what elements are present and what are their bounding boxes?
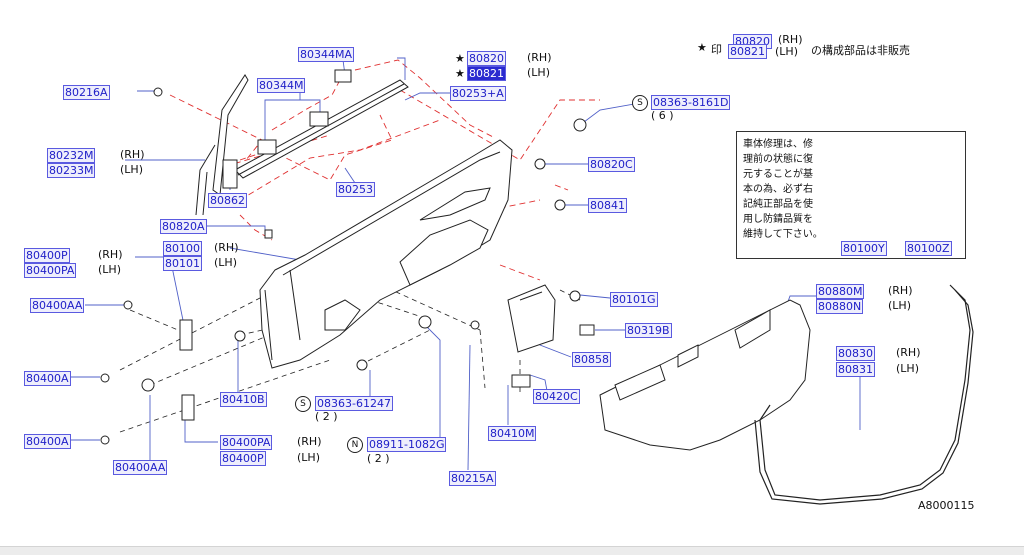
- header-suffix: の構成部品は非販売: [811, 44, 910, 57]
- figure-id: A8000115: [918, 499, 975, 512]
- part-label-80100Y[interactable]: 80100Y: [841, 241, 887, 256]
- part-label-80821[interactable]: 80821: [467, 66, 506, 81]
- part-label-80400A[interactable]: 80400A: [24, 371, 71, 386]
- part-label-80410B[interactable]: 80410B: [220, 392, 267, 407]
- part-label-80400AA[interactable]: 80400AA: [30, 298, 85, 313]
- repair-note-box: 車体修理は、修 理前の状態に復 元することが基 本の為、必ず右 記純正部品を使 …: [736, 131, 966, 259]
- lh-text: (LH): [98, 263, 121, 276]
- star-rh: ★: [455, 52, 465, 65]
- part-label-80400AA[interactable]: 80400AA: [113, 460, 168, 475]
- s-mark: S: [295, 396, 311, 412]
- qty-2: ( 2 ): [367, 452, 390, 465]
- lh-text: (LH): [120, 163, 143, 176]
- lh-text: (LH): [896, 362, 919, 375]
- part-label-08363-61247[interactable]: 08363-61247: [315, 396, 393, 411]
- rh-text: (RH): [896, 346, 921, 359]
- part-label-80100[interactable]: 80100: [163, 241, 202, 256]
- part-label-80253[interactable]: 80253: [336, 182, 375, 197]
- part-label-80820[interactable]: 80820: [467, 51, 506, 66]
- part-label-80232M[interactable]: 80232M: [47, 148, 96, 163]
- part-label-80831[interactable]: 80831: [836, 362, 875, 377]
- part-label-08911-1082G[interactable]: 08911-1082G: [367, 437, 447, 452]
- part-label-80820A[interactable]: 80820A: [160, 219, 207, 234]
- part-label-80344M[interactable]: 80344M: [257, 78, 306, 93]
- door-trim: [599, 299, 811, 451]
- lh-text: (LH): [888, 299, 911, 312]
- part-label-80410M[interactable]: 80410M: [488, 426, 537, 441]
- part-label-80215A[interactable]: 80215A: [449, 471, 496, 486]
- header-lh: (LH): [775, 45, 798, 58]
- rh-text: (RH): [98, 248, 123, 261]
- can-label: GOO: [928, 175, 938, 194]
- part-label-80100Z[interactable]: 80100Z: [905, 241, 952, 256]
- module-carrier: [507, 284, 556, 353]
- star-lh: ★: [455, 67, 465, 80]
- part-label-80101[interactable]: 80101: [163, 256, 202, 271]
- n-mark: N: [347, 437, 363, 453]
- qty-2: ( 2 ): [315, 410, 338, 423]
- part-label-80400P[interactable]: 80400P: [24, 248, 70, 263]
- header-star: ★: [697, 41, 707, 54]
- part-label-80862[interactable]: 80862: [208, 193, 247, 208]
- header-part-80821[interactable]: 80821: [728, 44, 767, 59]
- part-label-80344MA[interactable]: 80344MA: [298, 47, 355, 62]
- part-label-80830[interactable]: 80830: [836, 346, 875, 361]
- part-label-80400PA[interactable]: 80400PA: [220, 435, 273, 450]
- rh-text: (RH): [297, 435, 322, 448]
- lh-text: (LH): [214, 256, 237, 269]
- part-label-80319B[interactable]: 80319B: [625, 323, 672, 338]
- part-label-08363-8161D[interactable]: 08363-8161D: [651, 95, 731, 110]
- lh-text: (LH): [297, 451, 320, 464]
- window-channel: [195, 74, 409, 216]
- part-label-80216A[interactable]: 80216A: [63, 85, 110, 100]
- part-label-80880M[interactable]: 80880M: [816, 284, 865, 299]
- qty-6: ( 6 ): [651, 109, 674, 122]
- header-prefix: 印: [711, 43, 722, 56]
- weatherstrip: [754, 284, 974, 505]
- part-label-80253A[interactable]: 80253+A: [450, 86, 506, 101]
- part-label-80420C[interactable]: 80420C: [533, 389, 580, 404]
- part-label-80841[interactable]: 80841: [588, 198, 627, 213]
- part-label-80233M[interactable]: 80233M: [47, 163, 96, 178]
- scrollbar-track[interactable]: [0, 546, 1024, 555]
- fasteners: [100, 69, 595, 445]
- s-mark: S: [632, 95, 648, 111]
- rh-text: (RH): [214, 241, 239, 254]
- repair-note-text: 車体修理は、修 理前の状態に復 元することが基 本の為、必ず右 記純正部品を使 …: [743, 139, 823, 240]
- part-label-80400PA[interactable]: 80400PA: [24, 263, 77, 278]
- part-label-80858[interactable]: 80858: [572, 352, 611, 367]
- rh-text: (RH): [888, 284, 913, 297]
- rh-text: (RH): [120, 148, 145, 161]
- part-label-80820C[interactable]: 80820C: [588, 157, 635, 172]
- part-label-80101G[interactable]: 80101G: [610, 292, 658, 307]
- header-rh: (RH): [778, 33, 803, 46]
- lh-text: (LH): [527, 66, 550, 79]
- part-label-80880N[interactable]: 80880N: [816, 299, 864, 314]
- part-label-80400P[interactable]: 80400P: [220, 451, 266, 466]
- rh-text: (RH): [527, 51, 552, 64]
- part-label-80400A[interactable]: 80400A: [24, 434, 71, 449]
- door-panel: [259, 139, 513, 369]
